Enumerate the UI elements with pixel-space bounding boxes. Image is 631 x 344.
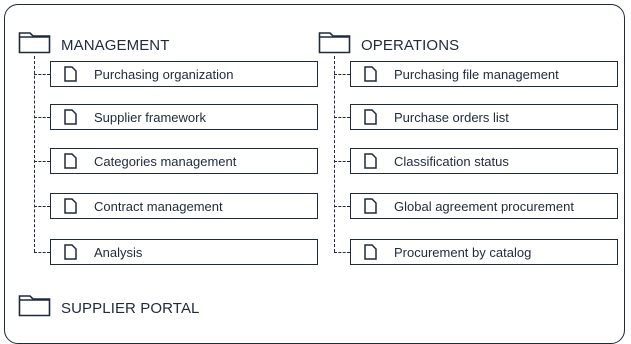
- nav-item-categories-management[interactable]: Categories management: [50, 148, 318, 174]
- tree-branch: [34, 74, 50, 75]
- document-icon: [64, 244, 77, 260]
- nav-item-purchasing-organization[interactable]: Purchasing organization: [50, 61, 318, 87]
- document-icon: [364, 153, 377, 169]
- nav-item-label: Supplier framework: [94, 109, 206, 125]
- document-icon: [64, 66, 77, 82]
- management-section-header[interactable]: MANAGEMENT: [18, 31, 170, 59]
- tree-branch: [34, 206, 50, 207]
- document-icon: [64, 153, 77, 169]
- nav-item-label: Analysis: [94, 244, 143, 260]
- nav-item-contract-management[interactable]: Contract management: [50, 193, 318, 219]
- nav-item-label: Global agreement procurement: [394, 198, 574, 214]
- nav-item-purchase-orders-list[interactable]: Purchase orders list: [350, 104, 618, 130]
- nav-item-analysis[interactable]: Analysis: [50, 239, 318, 265]
- operations-section-header[interactable]: OPERATIONS: [318, 31, 459, 59]
- tree-branch: [34, 252, 50, 253]
- operations-tree-line: [334, 56, 335, 252]
- operations-title: OPERATIONS: [361, 36, 460, 54]
- document-icon: [64, 198, 77, 214]
- folder-icon: [18, 294, 51, 322]
- nav-item-classification-status[interactable]: Classification status: [350, 148, 618, 174]
- tree-branch: [334, 74, 350, 75]
- supplier-portal-section-header[interactable]: SUPPLIER PORTAL: [18, 294, 200, 322]
- nav-item-global-agreement-procurement[interactable]: Global agreement procurement: [350, 193, 618, 219]
- document-icon: [364, 244, 377, 260]
- folder-icon: [318, 31, 351, 59]
- document-icon: [364, 66, 377, 82]
- management-tree-line: [34, 56, 35, 252]
- nav-item-label: Purchase orders list: [394, 109, 509, 125]
- nav-item-label: Categories management: [94, 153, 237, 169]
- document-icon: [364, 109, 377, 125]
- nav-item-label: Purchasing organization: [94, 66, 234, 82]
- nav-item-label: Classification status: [394, 153, 509, 169]
- tree-branch: [34, 117, 50, 118]
- nav-item-procurement-by-catalog[interactable]: Procurement by catalog: [350, 239, 618, 265]
- document-icon: [364, 198, 377, 214]
- nav-item-label: Purchasing file management: [394, 66, 559, 82]
- supplier-portal-title: SUPPLIER PORTAL: [61, 299, 200, 317]
- tree-branch: [34, 161, 50, 162]
- tree-branch: [334, 252, 350, 253]
- management-title: MANAGEMENT: [61, 36, 170, 54]
- nav-item-label: Contract management: [94, 198, 223, 214]
- nav-item-label: Procurement by catalog: [394, 244, 532, 260]
- tree-branch: [334, 117, 350, 118]
- tree-branch: [334, 206, 350, 207]
- folder-icon: [18, 31, 51, 59]
- nav-item-supplier-framework[interactable]: Supplier framework: [50, 104, 318, 130]
- nav-item-purchasing-file-management[interactable]: Purchasing file management: [350, 61, 618, 87]
- document-icon: [64, 109, 77, 125]
- tree-branch: [334, 161, 350, 162]
